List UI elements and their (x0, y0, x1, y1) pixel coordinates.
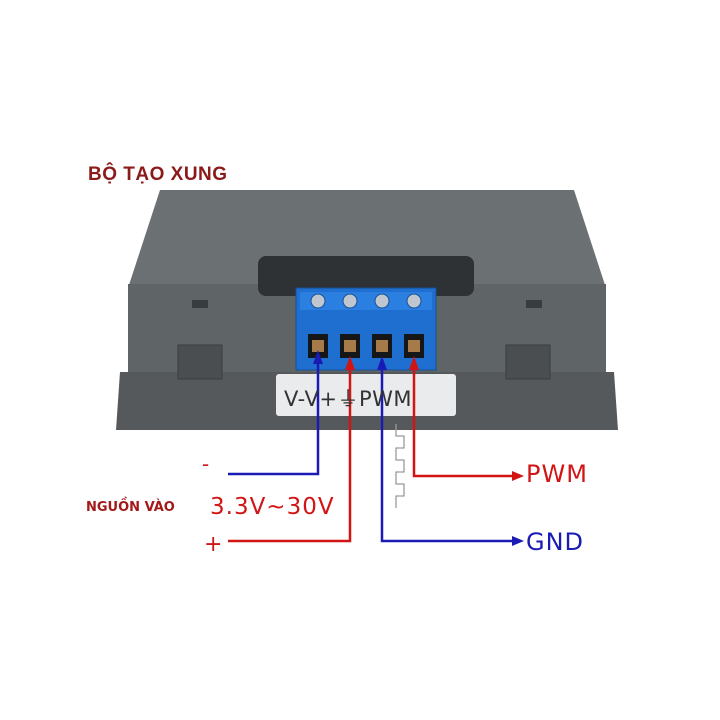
wire-v-minus (228, 356, 320, 476)
arrow-v-minus (313, 350, 323, 364)
arrow-gnd (377, 356, 387, 370)
pin-labels: V-V+⏚PWM (284, 387, 412, 411)
wire-gnd (380, 364, 520, 543)
minus-label: - (202, 452, 210, 476)
display-recess (258, 256, 474, 296)
terminal-screws (310, 293, 422, 309)
arrow-v-plus (345, 356, 355, 370)
arrow-gnd-end (512, 536, 524, 546)
mount-slot-left (192, 300, 208, 308)
voltage-label: 3.3V~30V (210, 494, 335, 520)
wire-pwm (412, 364, 520, 478)
pwm-label: PWM (526, 460, 588, 488)
wire-v-plus (228, 364, 352, 543)
arrow-pwm-end (512, 471, 524, 481)
device-top (128, 190, 606, 288)
gnd-label: GND (526, 528, 585, 556)
mount-hole-right (505, 344, 551, 380)
plus-label: + (204, 532, 223, 557)
mount-hole-left (177, 344, 223, 380)
pulse-waveform-icon (395, 424, 405, 508)
page-title: BỘ TẠO XUNG (88, 164, 228, 185)
pin-label-plate (276, 374, 456, 416)
arrow-pwm (409, 356, 419, 370)
mount-slot-right (526, 300, 542, 308)
power-input-label: NGUỒN VÀO (86, 500, 175, 515)
